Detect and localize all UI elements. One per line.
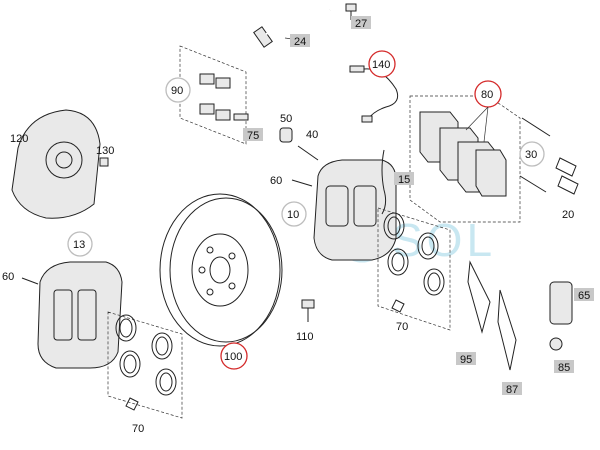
part-60-bolt-upper: [291, 179, 313, 187]
label-130: 130: [96, 145, 114, 157]
label-13: 13: [73, 239, 85, 251]
label-90: 90: [171, 85, 183, 97]
label-70-left: 70: [132, 423, 144, 435]
callout-circle-30: [519, 141, 545, 167]
label-100: 100: [224, 351, 242, 363]
label-20: 20: [562, 209, 574, 221]
label-15: 15: [398, 174, 410, 186]
callout-box-87: [502, 382, 522, 395]
part-110-screw: [301, 299, 315, 322]
callout-circle-90: [165, 77, 191, 103]
part-70-seal-kit-right: [377, 207, 451, 331]
label-80: 80: [481, 89, 493, 101]
callout-box-95: [456, 352, 476, 365]
label-140: 140: [372, 59, 390, 71]
label-40: 40: [306, 129, 318, 141]
label-70-right: 70: [396, 321, 408, 333]
callout-circle-140: [368, 50, 396, 78]
label-60-upper: 60: [270, 175, 282, 187]
label-50: 50: [280, 113, 292, 125]
part-24-bolt: [253, 9, 331, 48]
callout-box-27: [351, 16, 371, 29]
label-85: 85: [558, 362, 570, 374]
callout-box-15: [394, 172, 414, 185]
label-110: 110: [296, 331, 314, 343]
label-10: 10: [287, 209, 299, 221]
label-24: 24: [294, 36, 306, 48]
label-87: 87: [506, 384, 518, 396]
part-85-screw: [549, 337, 563, 351]
callout-circle-13: [67, 231, 93, 257]
part-20-clips: [555, 157, 579, 195]
label-60-lower: 60: [2, 271, 14, 283]
label-65: 65: [578, 290, 590, 302]
part-65-pad-back: [549, 281, 573, 325]
part-90-guide-kit: [179, 45, 249, 145]
part-80-brake-pads: [409, 95, 521, 223]
label-75: 75: [247, 130, 259, 142]
label-27: 27: [355, 18, 367, 30]
watermark-text: SOL: [392, 214, 496, 266]
label-30: 30: [525, 149, 537, 161]
callout-box-65: [574, 288, 594, 301]
part-130-screw: [99, 157, 109, 167]
label-120: 120: [10, 133, 28, 145]
part-30-pins: [519, 117, 551, 193]
part-10-caliper: [313, 159, 397, 261]
part-87-spring: [497, 289, 517, 371]
label-95: 95: [460, 354, 472, 366]
callout-box-85: [554, 360, 574, 373]
part-40-bleeder: [297, 145, 319, 161]
part-60-bolt-lower: [21, 277, 39, 285]
part-70-seal-kit-left: [107, 311, 183, 419]
callout-circle-100: [220, 342, 248, 370]
part-13-caliper-left: [37, 261, 123, 369]
callout-circle-10: [281, 201, 307, 227]
part-120-dust-shield: [11, 109, 101, 219]
part-100-brake-disc: [159, 193, 283, 347]
part-95-spring: [467, 260, 491, 334]
callout-box-24: [290, 34, 310, 47]
part-50-cap: [279, 127, 293, 143]
callout-box-75: [243, 128, 263, 141]
part-15-brake-hose: [381, 149, 387, 215]
